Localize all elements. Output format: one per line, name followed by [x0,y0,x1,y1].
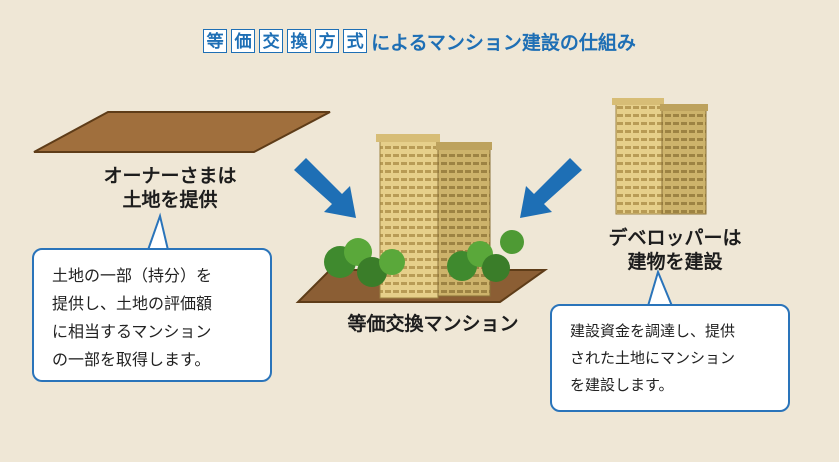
developer-bubble-tail [646,268,674,307]
title-char: 等 [203,29,228,53]
developer-bubble-line: 建設資金を調達し、提供 [570,322,736,340]
owner-bubble-line: 土地の一部（持分）を [52,266,213,285]
land-parcel [33,111,331,153]
title-char: 方 [315,29,340,53]
title-char: 式 [343,29,368,53]
arrow-right-icon [294,158,356,218]
owner-bubble-line: に相当するマンション [52,322,212,341]
owner-label-line2: 土地を提供 [122,189,218,211]
developer-label-line1: デベロッパーは [608,227,742,249]
title-char: 価 [231,29,256,53]
developer-bubble-line: を建設します。 [570,376,674,394]
developer-bubble-line: された土地にマンション [570,349,736,367]
owner-bubble-line: 提供し、土地の評価額 [52,294,213,313]
developer-building-icon [612,98,708,215]
owner-bubble: 土地の一部（持分）を 提供し、土地の評価額 に相当するマンション の一部を取得し… [32,248,272,382]
title-char: 交 [259,29,284,53]
developer-label-line2: 建物を建設 [627,251,723,273]
developer-label: デベロッパーは 建物を建設 [560,226,790,274]
title-char: 換 [287,29,312,53]
trees-icon [324,230,524,287]
arrow-left-icon [520,158,582,218]
center-label: 等価交換マンション [347,313,519,335]
page-title: 等価交換方式によるマンション建設の仕組み [0,28,839,55]
developer-bubble: 建設資金を調達し、提供 された土地にマンション を建設します。 [550,304,790,412]
owner-bubble-line: の一部を取得します。 [52,350,211,369]
owner-label: オーナーさまは 土地を提供 [60,164,280,212]
owner-label-line1: オーナーさまは [103,165,237,187]
title-rest: によるマンション建設の仕組み [371,32,636,54]
owner-bubble-tail [146,212,170,251]
